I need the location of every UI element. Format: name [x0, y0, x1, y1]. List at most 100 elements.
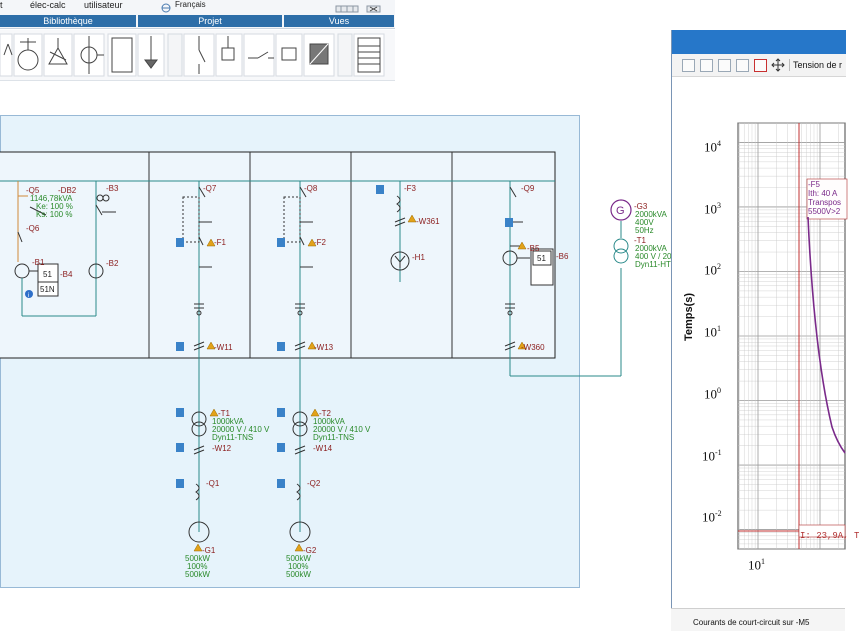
- label-q2[interactable]: -Q2: [307, 479, 321, 488]
- symbol-palette: [0, 33, 385, 77]
- t1-gen-voltage: 400 V / 20(: [635, 252, 675, 261]
- label-b6[interactable]: -B6: [556, 252, 569, 261]
- close-view-icon[interactable]: [366, 0, 381, 13]
- label-w13[interactable]: -W13: [314, 343, 334, 352]
- t1-coupling: Dyn11-TNS: [212, 433, 254, 442]
- toolbar-separator: [789, 59, 790, 71]
- symbol-switchboard[interactable]: [353, 33, 385, 77]
- symbol-vfd[interactable]: [303, 33, 335, 77]
- label-b4[interactable]: -B4: [60, 270, 73, 279]
- label-b1[interactable]: -B1: [32, 258, 45, 267]
- symbol-busbar-tee[interactable]: [13, 33, 43, 77]
- t2-coupling: Dyn11-TNS: [313, 433, 355, 442]
- relay-51n-text: 51N: [40, 285, 55, 294]
- label-db2[interactable]: -DB2: [58, 186, 77, 195]
- label-b2[interactable]: -B2: [106, 259, 119, 268]
- symbol-delta[interactable]: [43, 33, 73, 77]
- footer-text: Courants de court-circuit sur -M5: [693, 618, 810, 627]
- label-q5[interactable]: -Q5: [26, 186, 40, 195]
- label-q8[interactable]: -Q8: [304, 184, 318, 193]
- fuse-line4: 5500V>2: [808, 207, 841, 216]
- chart-ylabel: Temps(s): [683, 292, 695, 341]
- chart-plot[interactable]: [672, 77, 848, 607]
- label-f1[interactable]: -F1: [214, 238, 226, 247]
- symbol-contactor[interactable]: [215, 33, 243, 77]
- g2-power: 500kW: [286, 554, 311, 563]
- g1-percent: 100%: [187, 562, 208, 571]
- label-q6[interactable]: -Q6: [26, 224, 40, 233]
- label-h1[interactable]: -H1: [412, 253, 425, 262]
- relay-51-b5-text: 51: [537, 254, 546, 263]
- chart-toolbar: Tension de r: [672, 54, 846, 77]
- fuse-rating: Ith: 40 A: [808, 189, 838, 198]
- t1-power: 1000kVA: [212, 417, 244, 426]
- db2-ks: Ks: 100 %: [36, 210, 73, 219]
- label-q9[interactable]: -Q9: [521, 184, 535, 193]
- t1-gen-coupling: Dyn11-HT: [635, 260, 671, 269]
- label-q7[interactable]: -Q7: [203, 184, 217, 193]
- group-label-projet: Projet: [138, 15, 282, 27]
- ytick-1e2: 102: [704, 262, 721, 278]
- label-w14[interactable]: -W14: [313, 444, 333, 453]
- globe-icon[interactable]: [160, 0, 172, 13]
- label-g1[interactable]: -G1: [202, 546, 216, 555]
- label-g2[interactable]: -G2: [303, 546, 317, 555]
- pan-arrows-icon[interactable]: [771, 58, 785, 72]
- label-w360[interactable]: -W360: [521, 343, 545, 352]
- g2-percent: 100%: [288, 562, 309, 571]
- single-line-diagram: 51 51N i: [0, 151, 632, 552]
- t1-voltage: 20000 V / 410 V: [212, 425, 270, 434]
- group-label-vues: Vues: [284, 15, 394, 27]
- ribbon: t élec-calc utilisateur Français Bibliot…: [0, 0, 395, 29]
- symbol-switch[interactable]: [183, 33, 215, 77]
- symbol-earth[interactable]: [137, 33, 165, 77]
- db2-power: 1146,78kVA: [30, 194, 73, 203]
- image-icon[interactable]: [718, 59, 731, 72]
- g2-power-2: 500kW: [286, 570, 311, 579]
- ribbon-button-utilisateur[interactable]: utilisateur: [84, 0, 123, 10]
- curve-icon[interactable]: [736, 59, 749, 72]
- ribbon-item-t[interactable]: t: [0, 0, 3, 10]
- g1-power-2: 500kW: [185, 570, 210, 579]
- export-icon[interactable]: [700, 59, 713, 72]
- fuse-line3: Transpos: [808, 198, 842, 207]
- ytick-1e1: 101: [704, 324, 721, 340]
- chart-panel-titlebar[interactable]: [672, 30, 846, 54]
- view-grid-icon[interactable]: [335, 0, 359, 13]
- label-b3[interactable]: -B3: [106, 184, 119, 193]
- fuse-annotation: -F5 Ith: 40 A Transpos 5500V>2: [808, 180, 841, 216]
- symbol-relay-coil[interactable]: [275, 33, 303, 77]
- g3-voltage: 400V: [635, 218, 654, 227]
- relay-51-b1-text: 51: [43, 270, 52, 279]
- ribbon-button-francais[interactable]: Français: [175, 0, 206, 9]
- toolbar-voltage-label[interactable]: Tension de r: [793, 60, 843, 70]
- label-f2[interactable]: -F2: [314, 238, 326, 247]
- g1-power: 500kW: [185, 554, 210, 563]
- symbol-cabinet[interactable]: [107, 33, 137, 77]
- current-annotation-box: [798, 524, 846, 538]
- g3-power: 2000kVA: [635, 210, 667, 219]
- ytick-1e0: 100: [704, 386, 721, 402]
- ribbon-button-elec-calc[interactable]: élec-calc: [30, 0, 66, 10]
- t1-gen-power: 2000kVA: [635, 244, 667, 253]
- xtick-1e1: 101: [748, 557, 765, 573]
- symbol-disconnector[interactable]: [243, 33, 275, 77]
- label-f3[interactable]: -F3: [404, 184, 416, 193]
- g3-frequency: 50Hz: [635, 226, 654, 235]
- fuse-curve: [807, 216, 846, 454]
- label-w11[interactable]: -W11: [214, 343, 233, 352]
- label-w361[interactable]: -W361: [416, 217, 440, 226]
- ytick-1e-2: 10-2: [702, 509, 722, 525]
- label-q1[interactable]: -Q1: [206, 479, 220, 488]
- symbol-ct[interactable]: [73, 33, 105, 77]
- label-g3[interactable]: -G3: [634, 202, 648, 211]
- label-t1-gen[interactable]: -T1: [634, 236, 646, 245]
- current-annotation: I: 23,9A, T: [800, 531, 859, 541]
- ytick-1e-1: 10-1: [702, 448, 722, 464]
- zoom-window-icon[interactable]: [754, 59, 767, 72]
- label-t2[interactable]: -T2: [319, 409, 331, 418]
- table-icon[interactable]: [682, 59, 695, 72]
- label-b5[interactable]: -B5: [527, 244, 540, 253]
- label-w12[interactable]: -W12: [212, 444, 232, 453]
- label-t1[interactable]: -T1: [218, 409, 230, 418]
